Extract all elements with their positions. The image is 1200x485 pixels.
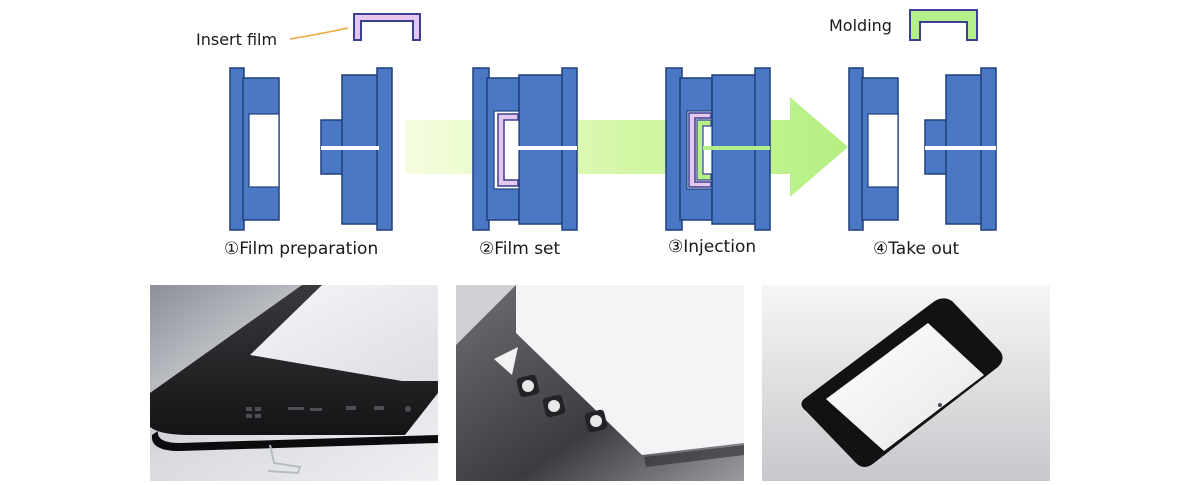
step-3-label: ③Injection: [668, 237, 756, 257]
step-4-mold: [848, 67, 997, 231]
device-frame-photo: [762, 285, 1050, 481]
keypad-panel-photo: [456, 285, 744, 481]
insert-film-icon: [353, 13, 421, 41]
insert-film-callout: Insert film: [196, 30, 277, 49]
step-3-mold: [665, 67, 771, 231]
step-4-label: ④Take out: [873, 239, 960, 259]
insert-molding-diagram: Insert film Molding: [196, 9, 997, 259]
step-1-mold: [229, 67, 393, 231]
step-3-molding: [696, 119, 712, 181]
step-2-label: ②Film set: [479, 239, 561, 259]
molding-callout: Molding: [829, 16, 892, 35]
step-3-film: [688, 112, 712, 188]
appliance-panel-photo: [150, 285, 438, 481]
step-2-mold: [472, 67, 578, 231]
process-arrow: [405, 97, 848, 197]
insert-film-leader-line: [289, 27, 349, 40]
step-2-film: [497, 113, 519, 187]
step-1-label: ①Film preparation: [224, 239, 378, 259]
molding-icon: [909, 9, 978, 41]
